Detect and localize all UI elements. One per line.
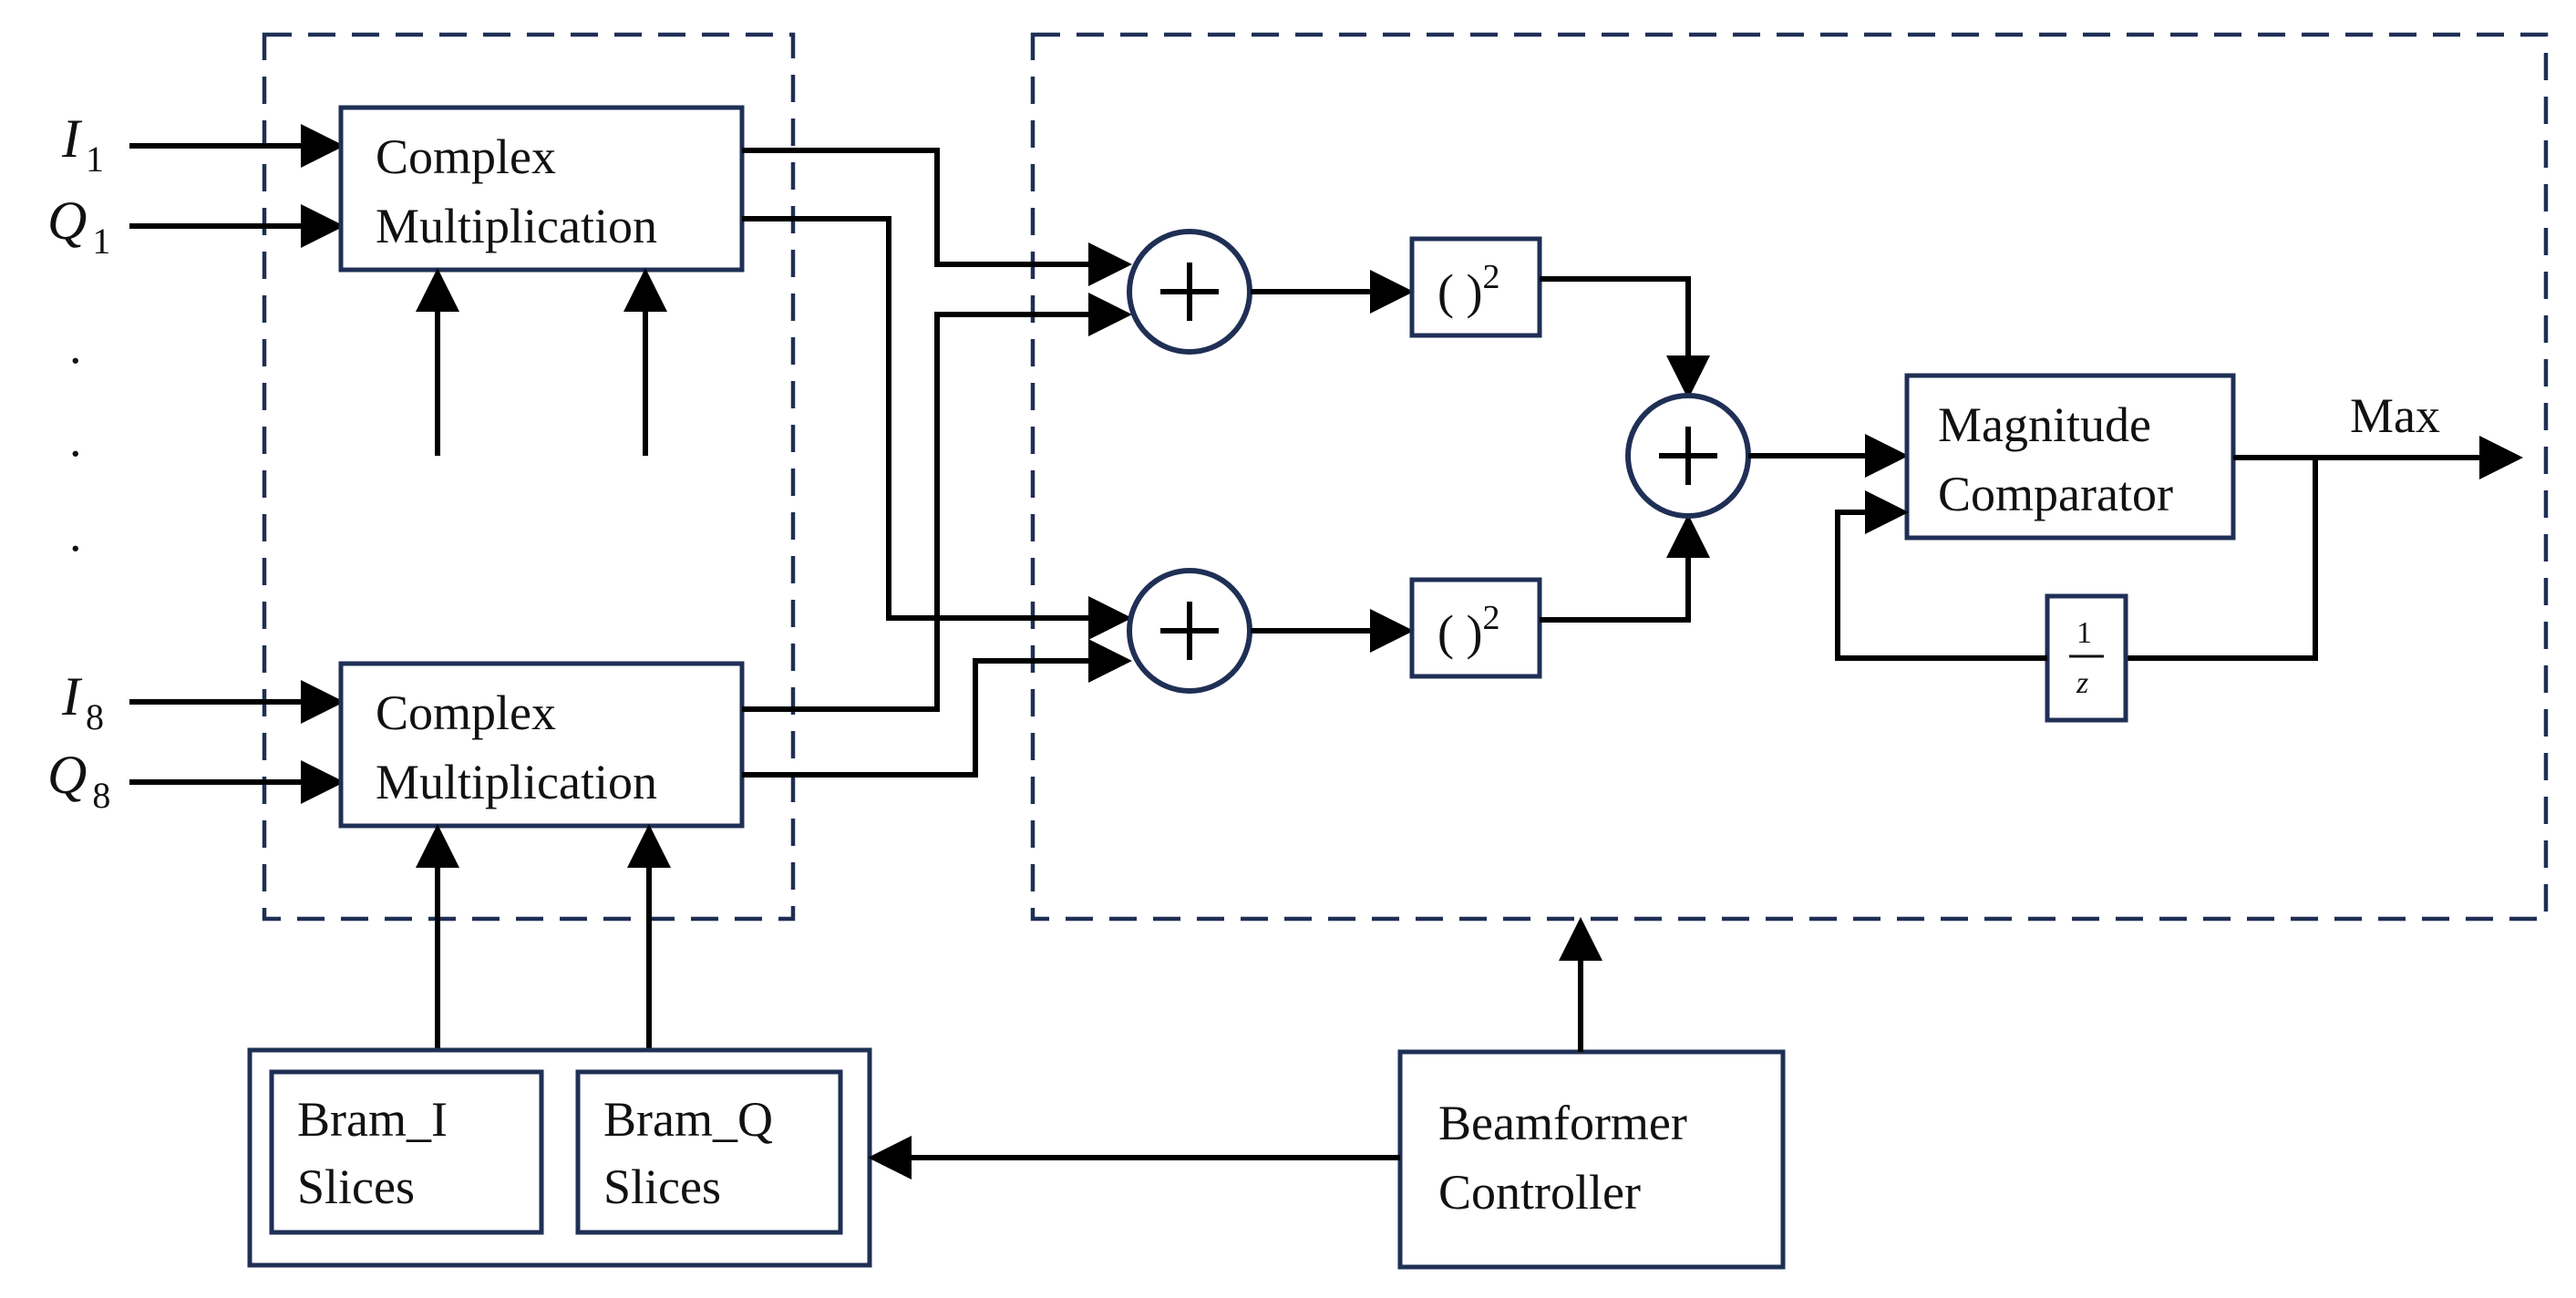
block-label-line: Controller xyxy=(1438,1165,1641,1220)
delay-numerator: 1 xyxy=(2076,616,2092,650)
ellipsis-dot: . xyxy=(69,412,82,467)
block-label-line: Multiplication xyxy=(376,199,657,253)
wire-mult-top-imag xyxy=(742,216,1132,640)
block-label-line: Slices xyxy=(297,1159,415,1214)
block-label-line: Bram_Q xyxy=(603,1092,773,1147)
block-label-line: Slices xyxy=(603,1159,721,1214)
block-label-line: Multiplication xyxy=(376,755,657,809)
complex-multiplication-block-bottom: Complex Multiplication xyxy=(338,661,745,829)
output-label-max: Max xyxy=(2350,388,2440,443)
block-label-line: Beamformer xyxy=(1438,1096,1687,1150)
block-label-line: Bram_I xyxy=(297,1092,448,1147)
beamformer-controller-block: Beamformer Controller xyxy=(1397,1049,1786,1270)
wire-mult-bottom-imag xyxy=(742,639,1132,778)
ellipsis-dot: . xyxy=(69,507,82,561)
square-block-bottom: ( )2 xyxy=(1409,577,1542,679)
wire-mult-bottom-real xyxy=(742,293,1132,712)
block-label-line: Complex xyxy=(376,129,556,184)
adder-sum xyxy=(1625,393,1751,519)
wire-square-top-to-sum xyxy=(1540,276,1710,399)
square-block-top: ( )2 xyxy=(1409,236,1542,338)
square-label: ( )2 xyxy=(1437,258,1499,319)
wire-feedback-to-delay xyxy=(2128,458,2318,661)
adder-bottom xyxy=(1127,568,1252,694)
block-label-line: Comparator xyxy=(1938,467,2173,521)
block-label-line: Magnitude xyxy=(1938,397,2151,452)
wire-square-bottom-to-sum xyxy=(1540,514,1710,623)
magnitude-comparator-block: Magnitude Comparator xyxy=(1904,373,2236,541)
multiplication-stage-region xyxy=(262,32,796,922)
square-label: ( )2 xyxy=(1437,599,1499,660)
wire-delay-to-comparator xyxy=(1835,490,2047,661)
ellipsis-dot: . xyxy=(69,319,82,374)
bram-i-slices-block: Bram_I Slices xyxy=(269,1069,544,1235)
accumulation-stage-region xyxy=(1030,32,2549,922)
delay-block: 1 z xyxy=(2045,593,2128,723)
bram-q-slices-block: Bram_Q Slices xyxy=(575,1069,843,1235)
complex-multiplication-block-top: Complex Multiplication xyxy=(338,105,745,273)
wire-mult-top-real xyxy=(742,148,1132,286)
adder-top xyxy=(1127,229,1252,355)
block-label-line: Complex xyxy=(376,685,556,740)
delay-denominator: z xyxy=(2076,666,2088,700)
